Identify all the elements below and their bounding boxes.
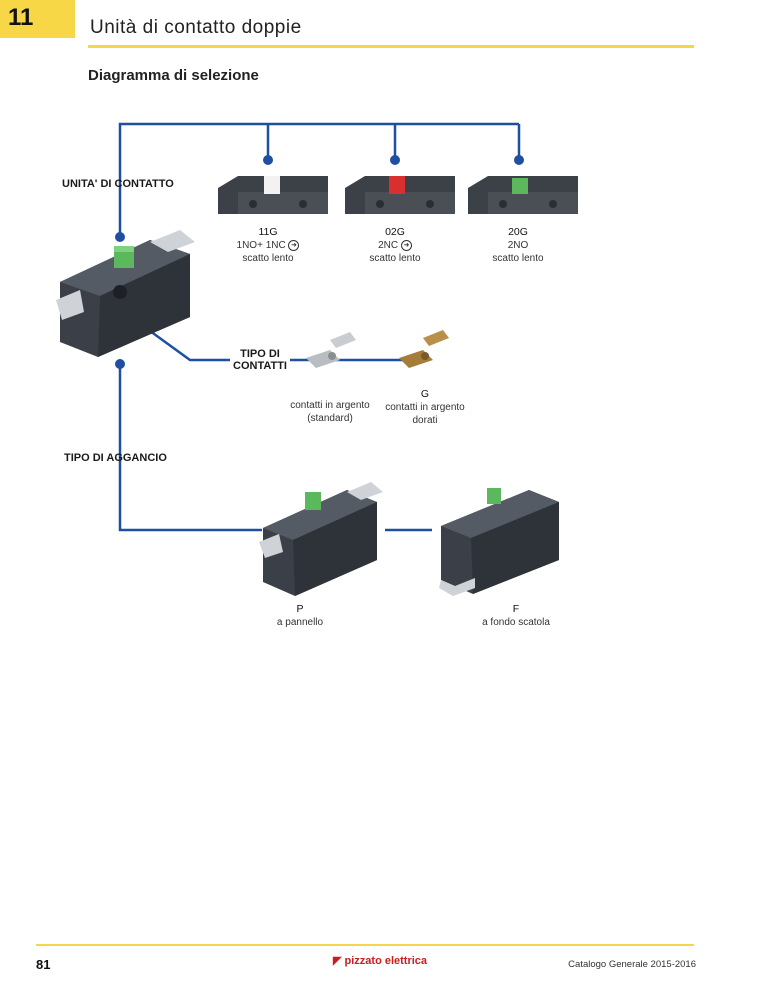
contact-unit-config: 2NO	[507, 240, 529, 251]
group-label-contact-unit: UNITA' DI CONTATTO	[62, 178, 174, 190]
section-title: Diagramma di selezione	[88, 67, 259, 84]
contact-unit-code: 02G	[385, 226, 405, 238]
contact-unit-02g-image	[345, 176, 455, 214]
contact-unit-11g-caption: 11G 1NO+ 1NC ➜ scatto lento	[228, 226, 308, 265]
slow-action-arrow-icon: ➜	[288, 239, 300, 251]
group-label-mounting: TIPO DI AGGANCIO	[64, 452, 167, 464]
contact-type-code: G	[420, 388, 430, 400]
contact-unit-config: 2NC	[378, 240, 399, 251]
catalog-label: Catalogo Generale 2015-2016	[568, 959, 696, 970]
mounting-code: P	[296, 603, 304, 615]
mounting-box-caption: F a fondo scatola	[466, 603, 566, 629]
contact-unit-20g-caption: 20G 2NO scatto lento	[478, 226, 558, 265]
header-rule	[88, 45, 694, 48]
page-number: 81	[36, 957, 51, 972]
contact-type-line2: (standard)	[307, 413, 353, 424]
footer-rule	[36, 944, 694, 946]
contact-type-line1: contatti in argento	[385, 402, 465, 413]
contact-unit-action: scatto lento	[369, 253, 421, 264]
chapter-number: 11	[8, 4, 34, 31]
contact-unit-02g-caption: 02G 2NC ➜ scatto lento	[355, 226, 435, 265]
chapter-tab	[0, 0, 75, 38]
brand-name: pizzato elettrica	[344, 955, 428, 967]
contact-unit-config: 1NO+ 1NC	[236, 240, 286, 251]
contact-unit-code: 11G	[258, 226, 278, 238]
contact-unit-action: scatto lento	[492, 253, 544, 264]
mounting-description: a pannello	[276, 617, 324, 628]
panel-mount-image	[259, 482, 383, 596]
mounting-code: F	[512, 603, 520, 615]
page-title: Unità di contatto doppie	[90, 17, 302, 38]
group-label-contact-type: TIPO DI CONTATTI	[230, 348, 290, 372]
contact-block-image	[56, 230, 195, 357]
contact-type-gold-caption: G contatti in argento dorati	[375, 388, 475, 427]
brand-logo: ◤ pizzato elettrica	[333, 954, 427, 967]
contact-unit-action: scatto lento	[242, 253, 294, 264]
contact-type-line1: contatti in argento	[290, 400, 370, 411]
silver-contacts-image	[306, 332, 356, 368]
gold-contacts-image	[399, 330, 449, 368]
contact-unit-20g-image	[468, 176, 578, 214]
contact-unit-code: 20G	[508, 226, 528, 238]
mounting-description: a fondo scatola	[482, 617, 550, 628]
contact-unit-11g-image	[218, 176, 328, 214]
box-mount-image	[439, 488, 559, 596]
brand-mark-icon: ◤	[333, 955, 345, 967]
contact-type-silver-caption: contatti in argento (standard)	[280, 399, 380, 425]
mounting-panel-caption: P a pannello	[250, 603, 350, 629]
contact-type-line2: dorati	[412, 415, 438, 426]
slow-action-arrow-icon: ➜	[400, 239, 412, 251]
